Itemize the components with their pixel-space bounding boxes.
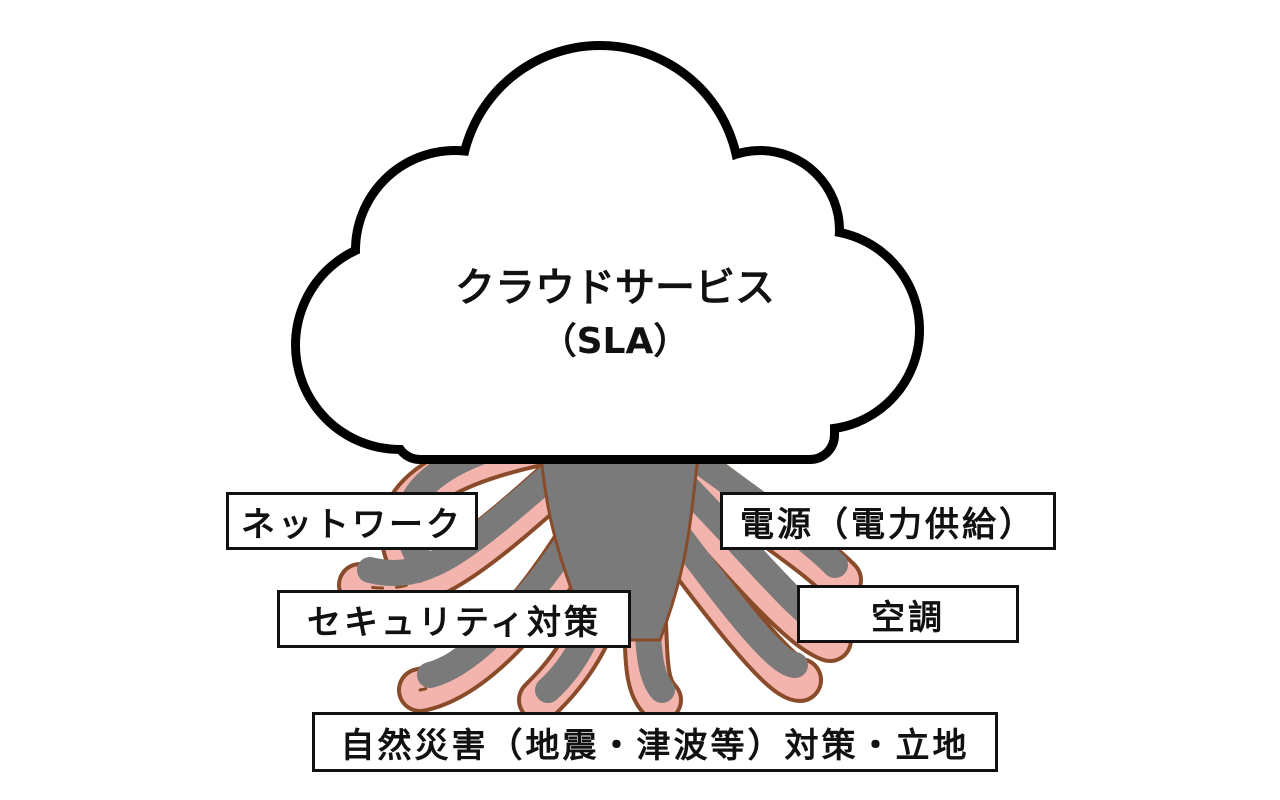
octopus-icon [337,417,863,723]
cloud-shape [291,41,924,464]
label-power: 電源（電力供給） [720,492,1056,550]
cloud-subtitle: （SLA） [540,321,690,362]
label-security: セキュリティ対策 [277,590,631,648]
label-network: ネットワーク [226,492,478,550]
cloud-title: クラウドサービス [455,265,775,311]
label-air-conditioning: 空調 [797,585,1019,643]
label-disaster: 自然災害（地震・津波等）対策・立地 [312,712,998,772]
